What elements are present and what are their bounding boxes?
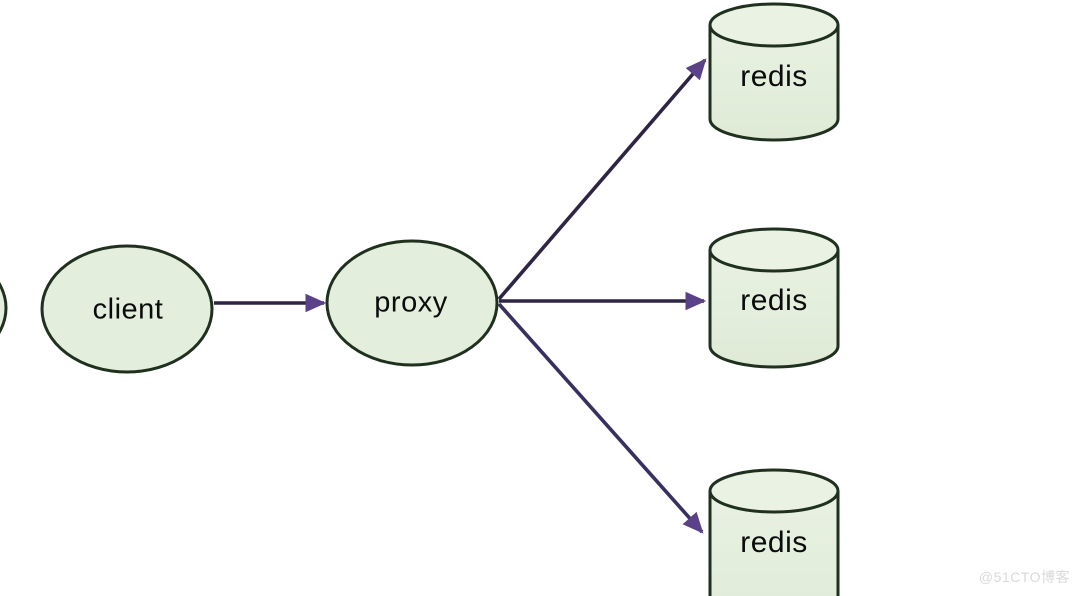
redis-top-label: redis bbox=[740, 60, 808, 93]
redis-bottom-label: redis bbox=[740, 526, 808, 559]
cylinder-top-face bbox=[708, 2, 840, 48]
redis-middle-label: redis bbox=[740, 284, 808, 317]
cylinder-body-fill bbox=[710, 491, 838, 596]
watermark: @51CTO博客 bbox=[978, 569, 1070, 585]
redis-node-top bbox=[708, 2, 840, 142]
cylinder-body-fill bbox=[710, 250, 838, 367]
proxy-label: proxy bbox=[374, 286, 448, 319]
arrow-proxy-to-redis-top bbox=[497, 58, 707, 301]
cylinder-top-face bbox=[708, 227, 840, 273]
proxy-node bbox=[325, 239, 499, 367]
cylinder-body-fill bbox=[710, 25, 838, 140]
clipped-edge-node-fragment bbox=[0, 281, 8, 335]
cylinder-body-stroke bbox=[708, 250, 840, 369]
redis-node-bottom bbox=[708, 468, 840, 596]
redis-node-middle bbox=[708, 227, 840, 369]
client-label: client bbox=[92, 293, 164, 326]
cylinder-body-stroke bbox=[708, 25, 840, 142]
client-node bbox=[40, 244, 214, 374]
cylinder-top-face bbox=[708, 468, 840, 514]
arrow-proxy-to-redis-bottom bbox=[497, 302, 704, 534]
